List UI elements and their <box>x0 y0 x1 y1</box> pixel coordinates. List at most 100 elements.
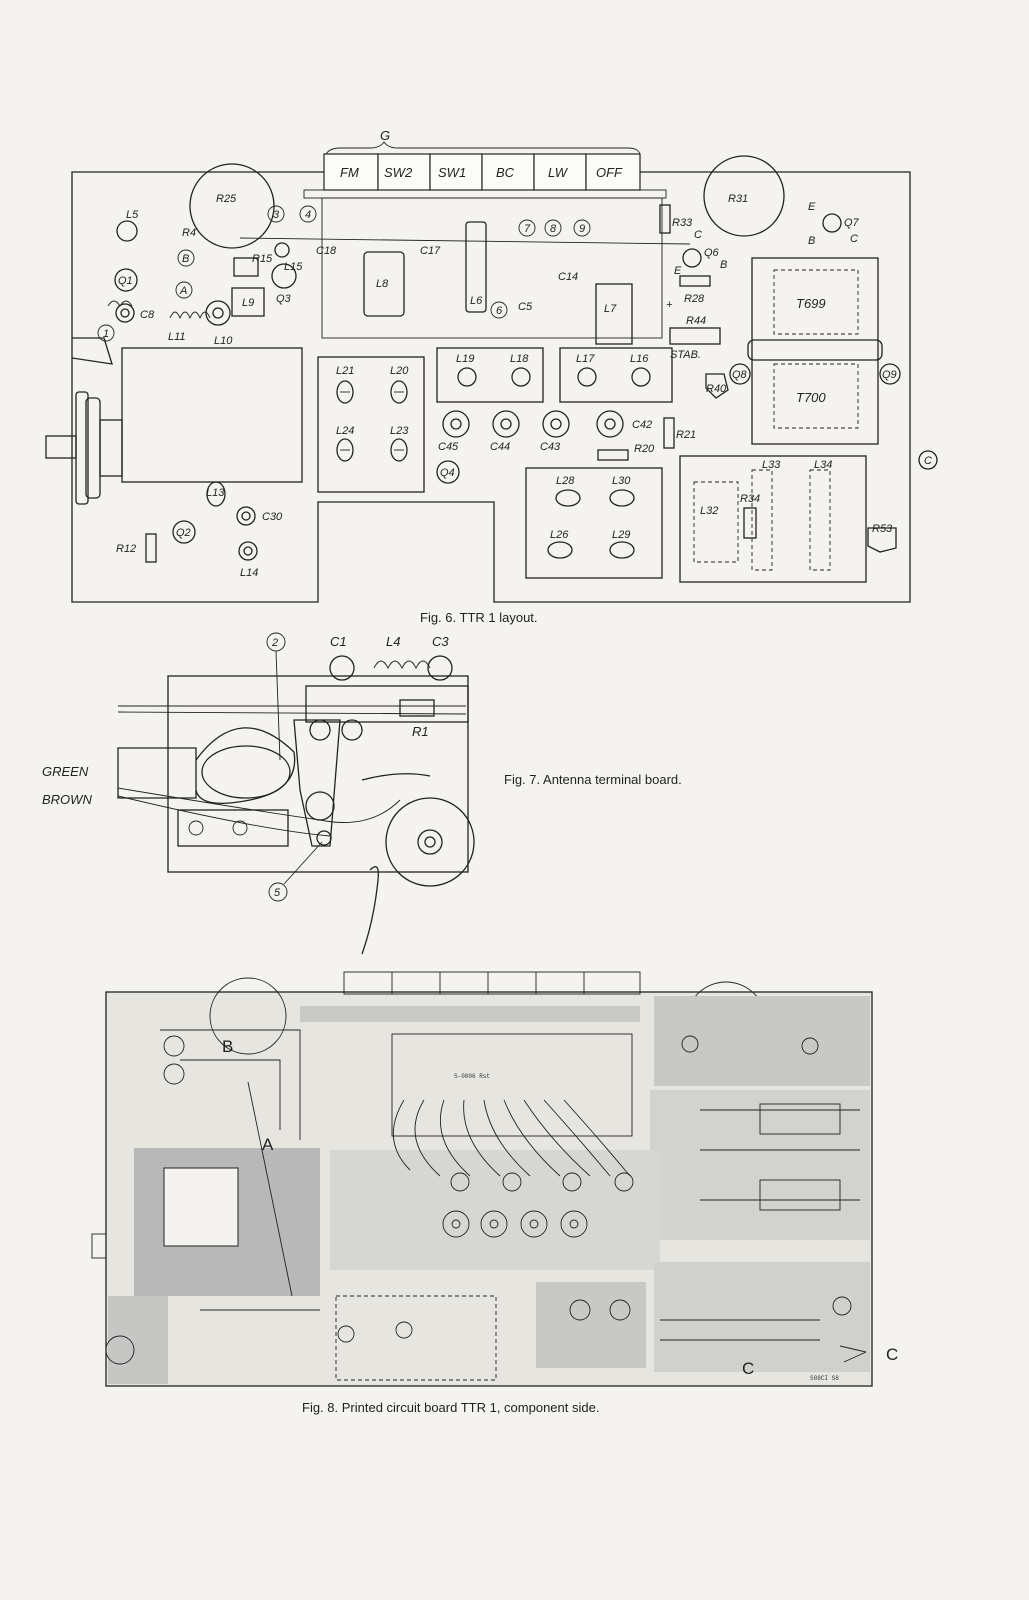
marker-c: C <box>924 455 932 467</box>
label-l10: L10 <box>214 335 233 347</box>
label-l20: L20 <box>390 365 409 377</box>
label-c42: C42 <box>632 419 652 431</box>
marker-a: A <box>179 285 187 297</box>
antenna-board-outline <box>167 675 469 873</box>
label-c14: C14 <box>558 271 578 283</box>
label-r20: R20 <box>634 443 655 455</box>
test-point-3: 3 <box>273 209 280 221</box>
pin-e-q7: E <box>808 201 816 213</box>
coil-slugs <box>107 204 938 571</box>
label-c1: C1 <box>330 634 347 649</box>
test-point-5: 5 <box>274 887 281 899</box>
pcb-marker-b: B <box>222 1037 233 1056</box>
fig7-caption: Fig. 7. Antenna terminal board. <box>504 772 682 787</box>
label-l29: L29 <box>612 529 630 541</box>
pcb-marker-c-outer: C <box>886 1345 898 1364</box>
switch-label-off: OFF <box>596 165 623 180</box>
pin-b-q6: B <box>720 259 727 271</box>
plus-sign: + <box>666 299 673 311</box>
coil-box-l26-l30 <box>525 467 663 579</box>
label-l32: L32 <box>700 505 718 517</box>
label-l21: L21 <box>336 365 354 377</box>
coil-box-l20-l24 <box>317 356 425 493</box>
label-c3: C3 <box>432 634 449 649</box>
coil-box-l32-l34 <box>679 455 867 583</box>
label-l13: L13 <box>206 487 225 499</box>
coil-box-l18-l19 <box>436 347 544 403</box>
wire-label-green: GREEN <box>42 764 89 779</box>
label-c5: C5 <box>518 301 533 313</box>
label-c30: C30 <box>262 511 283 523</box>
switch-label-lw: LW <box>548 165 569 180</box>
label-r21: R21 <box>676 429 696 441</box>
pin-b-q7: B <box>808 235 815 247</box>
label-q8: Q8 <box>732 369 748 381</box>
label-r25: R25 <box>216 193 237 205</box>
fig6-layout: G FM SW2 SW1 BC LW OFF <box>45 128 938 625</box>
label-t699: T699 <box>796 296 826 311</box>
label-l33: L33 <box>762 459 781 471</box>
fig8-pcb: S-0006 Rst S08CI S8 B A C C Fig. 8. Prin… <box>91 971 898 1415</box>
fig6-test-points: 1 3 4 6 7 8 9 B A C E C B C B E + <box>97 201 932 467</box>
label-l34: L34 <box>814 459 832 471</box>
label-r15: R15 <box>252 253 273 265</box>
test-point-6: 6 <box>496 305 503 317</box>
label-q9: Q9 <box>882 369 897 381</box>
switch-bank: G FM SW2 SW1 BC LW OFF <box>239 128 691 339</box>
tuning-capacitor <box>121 347 303 483</box>
label-l11: L11 <box>168 331 186 343</box>
label-l18: L18 <box>510 353 529 365</box>
label-r28: R28 <box>684 293 705 305</box>
pcb-traces <box>160 1029 860 1341</box>
label-l4: L4 <box>386 634 400 649</box>
capacitor-c1 <box>329 655 355 681</box>
label-c44: C44 <box>490 441 510 453</box>
switch-fm <box>323 153 379 191</box>
switch-label-fm: FM <box>340 165 359 180</box>
label-c8: C8 <box>140 309 155 321</box>
switch-group-label: G <box>380 128 390 143</box>
label-stab: STAB. <box>670 349 701 361</box>
label-r40: R40 <box>706 383 727 395</box>
label-r34: R34 <box>740 493 760 505</box>
label-r4: R4 <box>182 227 196 239</box>
switch-label-sw1: SW1 <box>438 165 466 180</box>
label-l17: L17 <box>576 353 595 365</box>
potentiometer-r25 <box>189 163 275 249</box>
label-l6: L6 <box>470 295 483 307</box>
switch-sw2 <box>377 153 431 191</box>
label-r44: R44 <box>686 315 706 327</box>
switch-label-bc: BC <box>496 165 515 180</box>
marker-b: B <box>182 253 189 265</box>
wire-label-brown: BROWN <box>42 792 92 807</box>
board-code: S-0006 Rst <box>454 1073 490 1080</box>
label-l16: L16 <box>630 353 649 365</box>
label-l5: L5 <box>126 209 139 221</box>
label-l14: L14 <box>240 567 258 579</box>
label-r33: R33 <box>672 217 693 229</box>
label-l7: L7 <box>604 303 617 315</box>
label-l30: L30 <box>612 475 631 487</box>
test-point-8: 8 <box>550 223 557 235</box>
fig6-caption: Fig. 6. TTR 1 layout. <box>420 610 538 625</box>
fig7-antenna-board: C1 L4 C3 R1 2 5 GREEN BROWN Fig. 7. Ante… <box>42 632 682 955</box>
label-t700: T700 <box>796 390 826 405</box>
label-l15: L15 <box>284 261 303 273</box>
coil-box-l16-l17 <box>559 347 673 403</box>
label-r12: R12 <box>116 543 136 555</box>
label-q7: Q7 <box>844 217 860 229</box>
pcb-marker-c-inner: C <box>742 1359 754 1378</box>
label-q3: Q3 <box>276 293 292 305</box>
transformer-box <box>751 257 879 445</box>
label-l23: L23 <box>390 425 409 437</box>
label-l9: L9 <box>242 297 254 309</box>
test-point-9: 9 <box>579 223 585 235</box>
test-point-1: 1 <box>103 328 109 340</box>
label-q6: Q6 <box>704 247 720 259</box>
pin-c-q7: C <box>850 233 858 245</box>
fig8-caption: Fig. 8. Printed circuit board TTR 1, com… <box>302 1400 599 1415</box>
fig6-component-labels: R25 R31 L5 R4 R15 L15 C18 C17 L8 L6 C5 C… <box>116 193 897 579</box>
label-r53: R53 <box>872 523 893 535</box>
